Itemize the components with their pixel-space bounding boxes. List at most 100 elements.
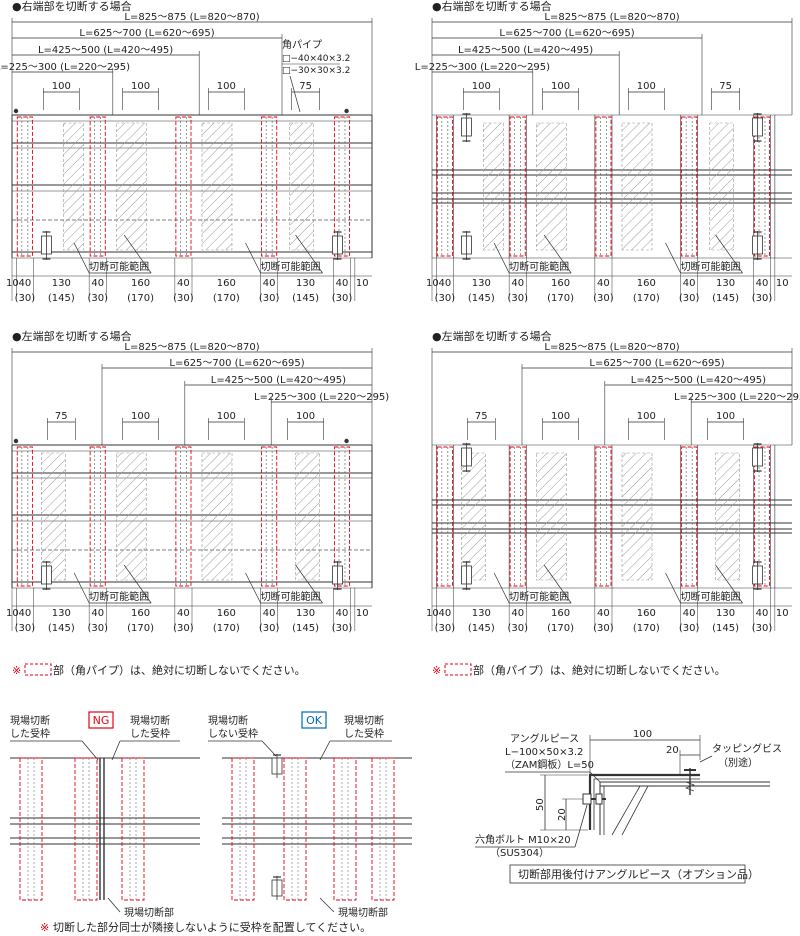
cut-range-hatch — [621, 122, 653, 251]
length-dimension: L=225～300 (L=220～295) — [415, 62, 550, 73]
dimension-top: 160 — [131, 608, 150, 619]
dimension-top: 130 — [52, 608, 71, 619]
dimension-top: 40 — [18, 278, 31, 289]
dimension-bottom: (30) — [593, 293, 614, 304]
ok-badge-text: OK — [306, 714, 323, 727]
span-dimension: 100 — [52, 81, 71, 92]
dimension-top: 40 — [91, 278, 104, 289]
dimension-bottom: (145) — [712, 623, 739, 634]
dimension-bottom: (145) — [468, 293, 495, 304]
bolt-head — [344, 108, 349, 114]
dimension-top: 40 — [438, 278, 451, 289]
square-pipe — [74, 757, 98, 901]
length-dimension: L=425～500 (L=420～495) — [458, 45, 593, 56]
dimension-top: 40 — [336, 608, 349, 619]
dimension-bottom: (170) — [213, 293, 240, 304]
length-dimension: L=825～875 (L=820～870) — [124, 12, 259, 23]
dimension-bottom: (170) — [547, 623, 574, 634]
dimension-top: 160 — [637, 608, 656, 619]
dim-100: 100 — [633, 729, 652, 740]
square-pipe — [16, 116, 33, 257]
dimension-top: 40 — [756, 608, 769, 619]
dimension-top: 40 — [18, 608, 31, 619]
span-dimension: 100 — [472, 81, 491, 92]
dimension-top: 130 — [296, 608, 315, 619]
dimension-bottom: (30) — [15, 293, 36, 304]
bottom-note-text: 切断した部分同士が隣接しないように受枠を配置してください。 — [53, 920, 371, 934]
dimension-bottom: (30) — [173, 293, 194, 304]
dimension-bottom: (30) — [15, 623, 36, 634]
cut-range-label: 切断可能範囲 — [89, 260, 149, 273]
dimension-bottom: (30) — [259, 293, 280, 304]
angle-piece-name: アングルピース — [510, 732, 579, 745]
dimension-bottom: (30) — [87, 623, 108, 634]
dimension-bottom: (170) — [547, 293, 574, 304]
span-dimension: 100 — [296, 411, 315, 422]
panel-title: ●右端部を切断する場合 — [12, 0, 132, 13]
length-dimension: L=625～700 (L=620～695) — [499, 28, 634, 39]
cut-range-hatch — [483, 122, 504, 251]
square-pipe — [16, 446, 33, 587]
ng-label-right-1: 現場切断 — [130, 714, 170, 727]
dimension-top: 10 — [6, 608, 19, 619]
span-dimension: 100 — [716, 411, 735, 422]
dimension-top: 130 — [296, 278, 315, 289]
dimension-bottom: (30) — [507, 623, 528, 634]
length-dimension: L=625～700 (L=620～695) — [169, 358, 304, 369]
span-dimension: 100 — [217, 411, 236, 422]
square-pipe — [175, 116, 192, 257]
square-pipe — [509, 446, 526, 587]
dimension-bottom: (30) — [435, 623, 456, 634]
pipe-size-30: □−30×30×3.2 — [282, 66, 350, 76]
cut-range-hatch — [115, 122, 147, 251]
screw-note: （別途） — [718, 756, 758, 769]
square-pipe — [371, 757, 395, 901]
dimension-top: 160 — [637, 278, 656, 289]
span-dimension: 100 — [637, 411, 656, 422]
cut-range-hatch — [535, 122, 567, 251]
square-pipe — [509, 116, 526, 257]
cut-range-hatch — [535, 452, 567, 581]
length-dimension: L=425～500 (L=420～495) — [211, 375, 346, 386]
ok-label-right-2: した受枠 — [344, 727, 384, 740]
ng-badge-text: NG — [93, 714, 110, 727]
dimension-bottom: (30) — [752, 293, 773, 304]
dimension-bottom: (145) — [48, 293, 75, 304]
dimension-bottom: (145) — [292, 293, 319, 304]
dimension-top: 10 — [776, 278, 789, 289]
dimension-bottom: (30) — [332, 623, 353, 634]
dimension-top: 40 — [263, 608, 276, 619]
dimension-top: 160 — [217, 278, 236, 289]
ng-label-left-1: 現場切断 — [10, 714, 50, 727]
span-dimension: 100 — [131, 411, 150, 422]
square-pipe — [121, 757, 145, 901]
length-dimension: L=425～500 (L=420～495) — [38, 45, 173, 56]
dimension-top: 40 — [597, 278, 610, 289]
dimension-top: 40 — [511, 608, 524, 619]
square-pipe — [681, 116, 698, 257]
ok-badge — [301, 711, 327, 729]
dimension-bottom: (170) — [127, 623, 154, 634]
dimension-top: 40 — [683, 608, 696, 619]
dimension-top: 10 — [356, 278, 369, 289]
ok-label-right-1: 現場切断 — [344, 714, 384, 727]
square-pipe — [231, 757, 255, 901]
dimension-bottom: (30) — [507, 293, 528, 304]
square-pipe — [261, 446, 278, 587]
span-dimension: 100 — [217, 81, 236, 92]
dimension-top: 10 — [356, 608, 369, 619]
panel-title: ●右端部を切断する場合 — [432, 0, 552, 13]
cut-range-hatch — [289, 122, 315, 251]
dimension-top: 40 — [177, 608, 190, 619]
cut-range-hatch — [715, 452, 741, 581]
square-pipe — [283, 757, 307, 901]
panel-title: ●左端部を切断する場合 — [12, 329, 132, 343]
dimension-top: 130 — [472, 608, 491, 619]
span-dimension: 100 — [131, 81, 150, 92]
angle-caption: 切断部用後付けアングルピース（オプション品） — [518, 867, 759, 881]
square-pipe — [333, 446, 351, 587]
